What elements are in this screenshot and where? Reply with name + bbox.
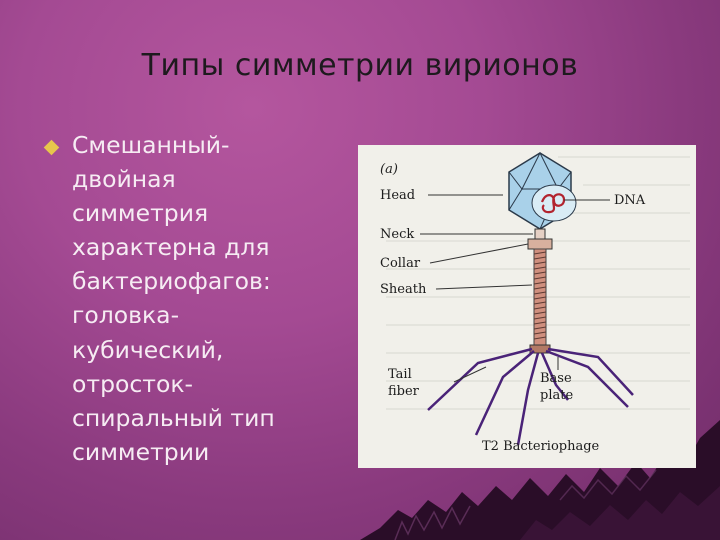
label-tail-fiber-line2: fiber — [388, 384, 420, 399]
label-head: Head — [380, 188, 415, 203]
dna-strand-icon — [540, 193, 566, 214]
figure-caption: T2 Bacteriophage — [482, 439, 600, 454]
label-base-plate-line2: plate — [540, 388, 573, 403]
tail-fibers — [427, 347, 634, 446]
bacteriophage-diagram-image: (a) — [358, 145, 696, 468]
label-dna: DNA — [614, 193, 646, 208]
label-tail-fiber-line1: Tail — [388, 367, 412, 382]
bullet-text: Смешанный- двойная симметрия характерна … — [72, 131, 275, 466]
slide-title: Типы симметрии вирионов — [141, 48, 579, 83]
panel-label: (a) — [380, 162, 398, 177]
bacteriophage-figure: (a) — [358, 145, 696, 468]
label-base-plate-line1: Base — [540, 371, 572, 386]
label-neck: Neck — [380, 227, 414, 242]
label-sheath: Sheath — [380, 282, 427, 297]
label-collar: Collar — [380, 256, 421, 271]
